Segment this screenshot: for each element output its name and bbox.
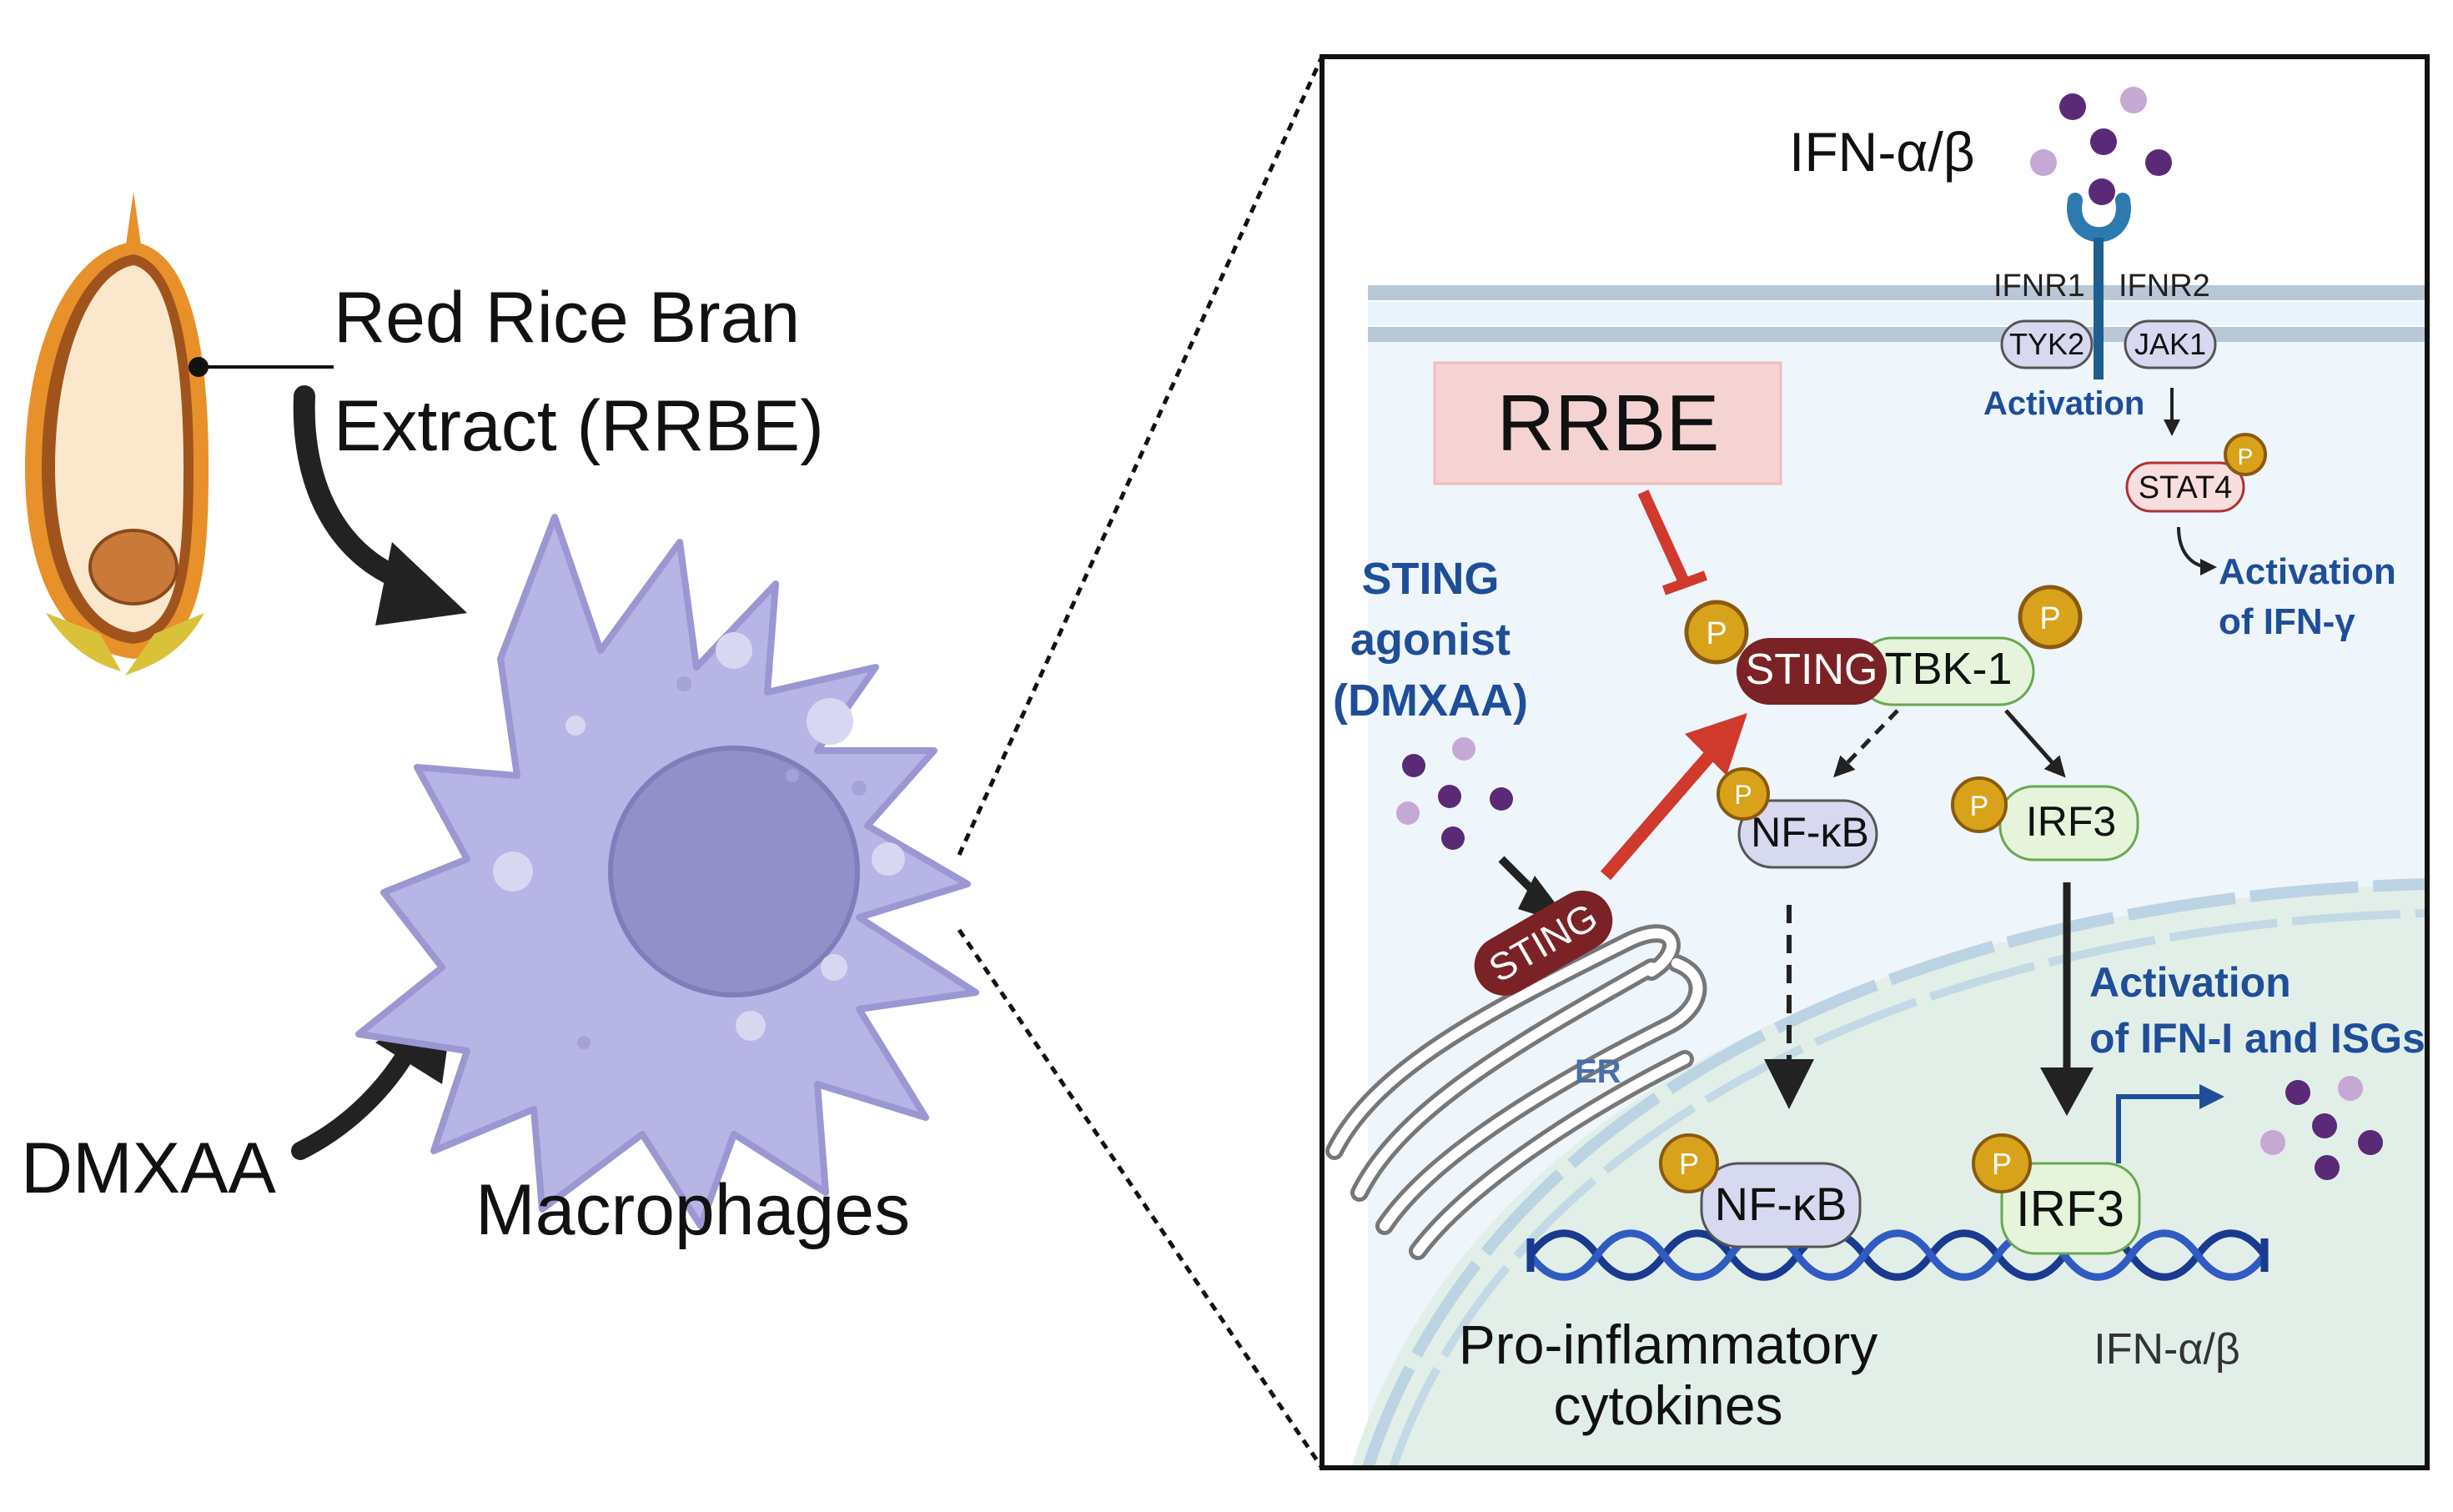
- activation-ifng-line1: Activation: [2219, 551, 2396, 592]
- zoom-line-bottom: [957, 928, 1325, 1469]
- sting-complex-box: [1737, 638, 1887, 705]
- ifnr1-label: IFNR1: [1993, 269, 2085, 304]
- rice-label-line1: Red Rice Bran: [334, 278, 800, 358]
- sting-phospho-icon: [1684, 600, 1749, 665]
- rrbe-inhibition-line: [1637, 490, 1708, 595]
- macrophage-icon: [355, 514, 979, 1229]
- nfkb-phospho-label: P: [1734, 780, 1752, 810]
- jak1-label: JAK1: [2134, 327, 2206, 361]
- stat4-phospho-label: P: [2238, 444, 2254, 470]
- sting-activation-arrowhead: [1685, 713, 1747, 776]
- stat-to-ifng-arrow: [2177, 526, 2217, 575]
- dna-helix-icon: [1526, 1229, 2269, 1281]
- irf3-label: IRF3: [2026, 798, 2116, 845]
- rice-pointer-dot: [188, 357, 209, 377]
- tbk1-label: TBK-1: [1884, 644, 2012, 694]
- ifn-ligand-dots-bottom: [2260, 1076, 2383, 1180]
- rrbe-label: RRBE: [1497, 379, 1720, 468]
- activation-ifni-line1: Activation: [2089, 959, 2291, 1006]
- rice-label-line2: Extract (RRBE): [334, 386, 824, 466]
- nfkb-nucleus-box: [1700, 1162, 1862, 1248]
- nfkb-nucleus-phospho-icon: [1659, 1133, 1719, 1193]
- panel-frame: [1319, 54, 2430, 1470]
- nfkb-nucleus-phospho-label: P: [1679, 1147, 1699, 1181]
- tyk2-box: [2000, 319, 2094, 369]
- er-label: ER: [1575, 1053, 1621, 1090]
- pro-inflammatory-line1: Pro-inflammatory: [1459, 1314, 1877, 1375]
- irf3-nucleus-phospho-label: P: [1992, 1147, 2012, 1181]
- tyk2-label: TYK2: [2009, 327, 2084, 361]
- sting-activation-arrow: [1600, 746, 1720, 881]
- plasma-membrane-outer: [1368, 285, 2427, 300]
- pro-inflammatory-line2: cytokines: [1553, 1374, 1782, 1436]
- tbk1-to-irf3-arrow: [2004, 709, 2066, 778]
- rrbe-box: [1433, 361, 1782, 485]
- activation-label: Activation: [1983, 385, 2144, 422]
- activation-ifng-line2: of IFN-γ: [2219, 601, 2355, 642]
- ifn-top-label: IFN-α/β: [1789, 121, 1975, 183]
- macrophage-label: Macrophages: [475, 1170, 910, 1250]
- irf3-translocation-head: [2040, 1067, 2094, 1116]
- dmxaa-label: DMXAA: [21, 1128, 276, 1208]
- er-icon-inner: [1330, 928, 1703, 1256]
- tbk1-to-nfkb-arrow: [1833, 709, 1899, 778]
- zoom-line-top: [957, 55, 1325, 856]
- plasma-membrane-inner: [1368, 327, 2427, 342]
- stat4-label: STAT4: [2139, 470, 2233, 505]
- jak1-box: [2124, 319, 2217, 369]
- tbk1-phospho-label: P: [2039, 601, 2060, 636]
- ifn-receptor-icon: [2067, 193, 2131, 379]
- activation-ifni-line2: of IFN-I and ISGs: [2089, 1015, 2425, 1062]
- nfkb-box: [1737, 799, 1878, 869]
- rrbe-to-macrophage-arrow: [293, 385, 467, 625]
- rice-grain-icon: [25, 192, 209, 676]
- nfkb-translocation-head: [1764, 1059, 1814, 1109]
- transcription-arrow: [2116, 1084, 2224, 1163]
- tbk1-phospho-icon: [2018, 585, 2083, 650]
- irf3-nucleus-label: IRF3: [2016, 1181, 2124, 1237]
- irf3-phospho-icon: [1951, 776, 2008, 833]
- sting-phospho-label: P: [1706, 616, 1727, 651]
- stat4-phospho-icon: [2224, 433, 2267, 476]
- nfkb-phospho-icon: [1717, 767, 1770, 821]
- irf3-nucleus-box: [2000, 1162, 2141, 1255]
- nuclear-envelope-outer: [1362, 878, 2427, 1468]
- irf3-phospho-label: P: [1970, 791, 1989, 822]
- sting-agonist-line2: agonist: [1350, 615, 1511, 665]
- irf3-nucleus-phospho-icon: [1972, 1133, 2032, 1193]
- dmxaa-dots: [1396, 737, 1513, 850]
- ifn-ligand-dots-top: [2030, 87, 2172, 205]
- sting-agonist-line3: (DMXAA): [1333, 676, 1528, 726]
- ifn-bottom-label: IFN-α/β: [2094, 1325, 2240, 1374]
- nfkb-nucleus-label: NF-κB: [1715, 1178, 1847, 1230]
- nfkb-label: NF-κB: [1751, 809, 1869, 856]
- stat4-box: [2125, 461, 2245, 513]
- sting-agonist-line1: STING: [1361, 554, 1499, 604]
- sting-complex-label: STING: [1746, 645, 1878, 694]
- ifnr2-label: IFNR2: [2119, 269, 2210, 304]
- nucleus-region: [1351, 884, 2427, 1468]
